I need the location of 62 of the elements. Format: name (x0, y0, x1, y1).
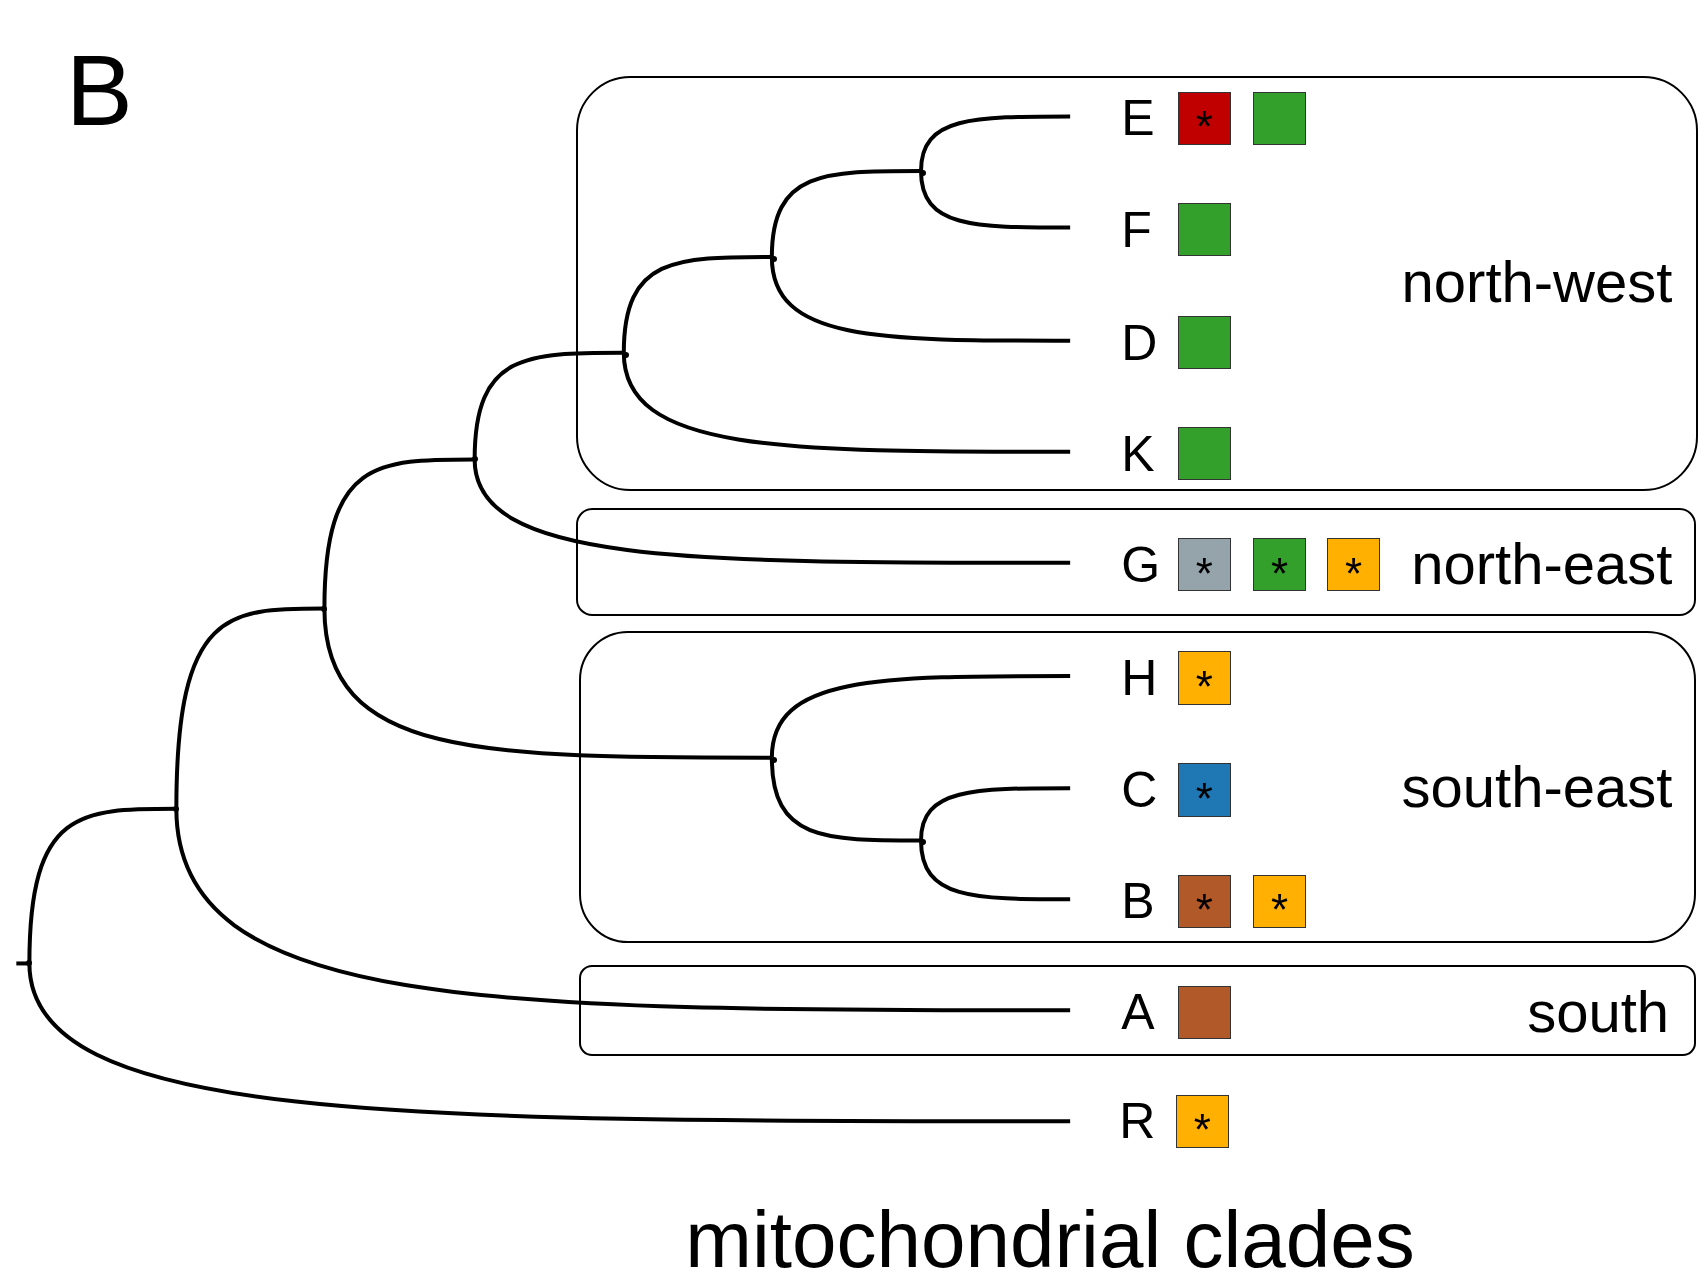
branch-point (770, 756, 777, 763)
tree-branch (621, 254, 772, 353)
asterisk: * (1195, 105, 1213, 150)
asterisk: * (1270, 888, 1289, 933)
clade-letter: K (1121, 421, 1155, 486)
clade-letter: H (1121, 646, 1158, 711)
clade-letter: C (1121, 758, 1158, 823)
tree-branch (769, 256, 1071, 343)
clade-box (579, 964, 1697, 1056)
tree-branch (769, 168, 921, 258)
marked-square (1252, 874, 1307, 928)
marked-square (1177, 874, 1232, 928)
asterisk: * (1345, 551, 1363, 596)
clade-letter: A (1121, 980, 1155, 1045)
asterisk: * (1195, 777, 1213, 822)
marked-square (1177, 538, 1232, 592)
clade-letter: E (1121, 86, 1155, 151)
clade-label: north-west (1401, 252, 1673, 311)
clade-label: north-east (1411, 535, 1673, 594)
clade-box (575, 508, 1697, 617)
tree-branch (919, 786, 1071, 841)
marked-square (1177, 763, 1232, 817)
branch-point (920, 839, 926, 846)
marked-square (1175, 1094, 1230, 1148)
asterisk: * (1270, 551, 1289, 596)
tree-branch (322, 457, 475, 609)
tree-branch (919, 170, 1071, 230)
clade-box (579, 631, 1697, 943)
clade-box (575, 76, 1699, 491)
panel-letter: B (66, 40, 133, 140)
caption: mitochondrial clades (685, 1200, 1415, 1280)
tree-branch (769, 674, 1071, 758)
tree-branch (27, 963, 1071, 1124)
marked-square (1177, 91, 1232, 146)
tree-branch (919, 114, 1071, 172)
marked-square (1252, 538, 1307, 592)
asterisk: * (1193, 1108, 1211, 1153)
tree-branch (769, 757, 921, 843)
color-square (1177, 316, 1232, 370)
branch-point (471, 456, 478, 463)
clade-letter: B (1121, 869, 1155, 934)
branch-point (622, 351, 629, 358)
tree-branch (472, 459, 1071, 565)
asterisk: * (1195, 888, 1213, 933)
clade-label: south-east (1401, 757, 1673, 816)
asterisk: * (1195, 551, 1213, 596)
color-square (1177, 427, 1232, 481)
branch-point (920, 169, 926, 176)
clade-letter: G (1121, 532, 1161, 597)
asterisk: * (1195, 665, 1213, 710)
tree-branch (621, 352, 1071, 454)
marked-square (1177, 651, 1232, 705)
clade-letter: F (1121, 197, 1152, 262)
color-square (1177, 985, 1232, 1039)
tree-branch (919, 840, 1071, 902)
clade-label: south (1527, 983, 1670, 1042)
marked-square (1326, 538, 1381, 592)
clade-letter: R (1119, 1089, 1156, 1154)
color-square (1252, 91, 1307, 146)
branch-point (770, 255, 777, 262)
color-square (1177, 202, 1232, 257)
clade-letter: D (1121, 310, 1158, 375)
